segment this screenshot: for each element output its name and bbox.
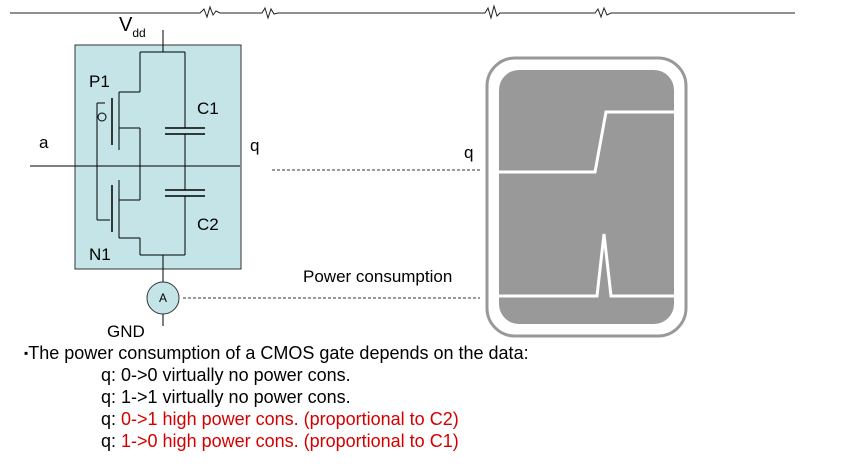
explanation-line-2: q: 1->1 virtually no power cons. [101,387,351,407]
line-4-highlight: 1->0 high power cons. (proportional to C… [121,431,459,451]
explanation-headline: ▪The power consumption of a CMOS gate de… [24,342,529,366]
power-consumption-label: Power consumption [303,267,453,286]
input-a-label: a [39,133,49,152]
c1-label: C1 [197,99,219,118]
pmos-bubble [97,112,107,122]
vdd-main: V [119,14,133,36]
scope-q-label: q [464,143,474,162]
vdd-sub: dd [132,26,146,40]
vdd-label: Vdd [119,14,146,40]
explanation-line-4: q: 1->0 high power cons. (proportional t… [101,430,459,452]
explanation-line-1: q: 0->0 virtually no power cons. [101,365,351,385]
line-4-prefix: q: [101,431,122,451]
n1-label: N1 [89,245,111,264]
gnd-label: GND [107,322,145,341]
noise-trace [10,4,795,20]
c2-label: C2 [197,215,219,234]
q-trace [499,110,674,174]
line-3-highlight: 0->1 high power cons. (proportional to C… [121,409,459,429]
p1-label: P1 [89,72,110,91]
explanation-line-3: q: 0->1 high power cons. (proportional t… [101,408,459,430]
cmos-gate-box [74,44,242,270]
line-3-prefix: q: [101,409,122,429]
power-trace [499,233,674,298]
headline-text: The power consumption of a CMOS gate dep… [28,343,529,363]
scope-screen [499,70,674,324]
gate-output-q-label: q [250,136,260,155]
bullet-marker: ▪ [24,346,29,360]
ammeter-label: A [159,291,168,305]
